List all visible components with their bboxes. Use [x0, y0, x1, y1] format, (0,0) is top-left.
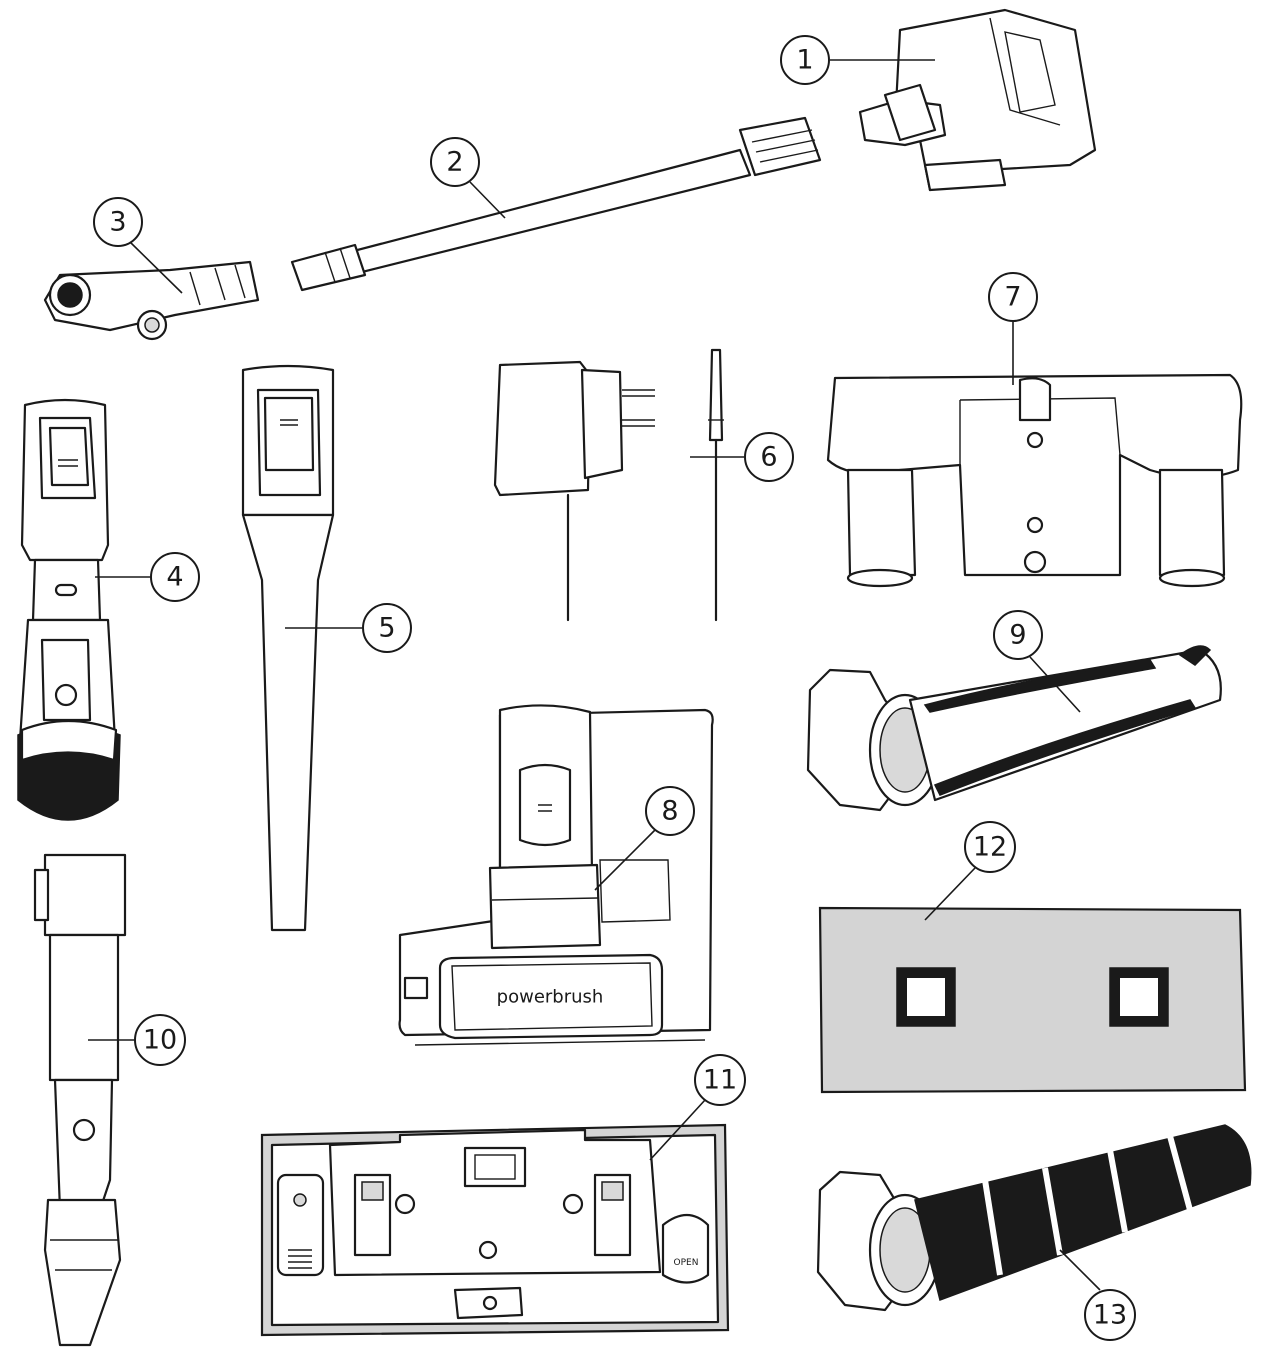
callout-5: 5 [285, 603, 412, 653]
callout-10: 10 [88, 1014, 186, 1066]
callout-10-number: 10 [143, 1025, 177, 1056]
part-5-crevice-tool [241, 364, 335, 932]
part-4-brush-tool [17, 398, 121, 821]
part-6-charger [493, 348, 724, 622]
callout-3: 3 [93, 197, 183, 294]
callout-3-number: 3 [109, 207, 126, 238]
powerbrush-label: powerbrush [497, 987, 604, 1008]
part-12-mop-cloth [818, 906, 1247, 1094]
callout-5-number: 5 [378, 613, 395, 644]
callout-1: 1 [780, 35, 935, 85]
callout-11: 11 [649, 1054, 746, 1161]
callout-7-number: 7 [1004, 282, 1021, 313]
callout-13-number: 13 [1093, 1300, 1127, 1331]
callout-6: 6 [690, 432, 794, 482]
callout-9: 9 [993, 610, 1081, 713]
callout-13: 13 [1059, 1249, 1136, 1341]
callout-4-number: 4 [166, 562, 183, 593]
callout-2-number: 2 [446, 147, 463, 178]
part-3-floor-head [43, 260, 260, 341]
open-label: OPEN [674, 1258, 699, 1268]
callout-2: 2 [430, 137, 506, 219]
part-9-bristle-roller [806, 645, 1222, 812]
part-11-mop-plate: OPEN [260, 1123, 730, 1337]
part-13-soft-roller [816, 1124, 1252, 1312]
callout-6-number: 6 [760, 442, 777, 473]
callout-12-number: 12 [973, 832, 1007, 863]
part-10-long-tool [33, 853, 127, 1347]
callout-12: 12 [924, 821, 1016, 921]
part-8-powerbrush [398, 704, 714, 1046]
callout-9-number: 9 [1009, 620, 1026, 651]
part-1-main-unit [858, 8, 1097, 192]
part-7-mop-base [826, 373, 1243, 588]
part-2-tube [290, 116, 822, 292]
callout-4: 4 [95, 552, 200, 602]
callout-11-number: 11 [703, 1065, 737, 1096]
callout-7: 7 [988, 272, 1038, 385]
callout-8-number: 8 [661, 796, 678, 827]
callout-8: 8 [594, 786, 695, 891]
callout-1-number: 1 [796, 45, 813, 76]
